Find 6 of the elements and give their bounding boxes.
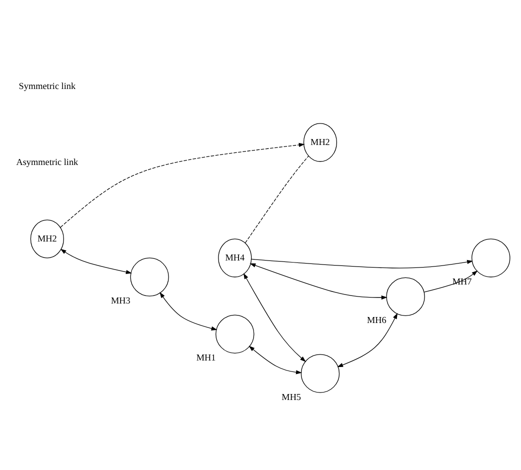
- node-label: MH6: [366, 315, 386, 326]
- label: Asymmetric link: [16, 157, 78, 168]
- node-label: MH3: [111, 295, 130, 306]
- node-label: MH1: [196, 352, 216, 362]
- node-label: MH5: [282, 392, 302, 402]
- label: Symmetric link: [18, 81, 76, 92]
